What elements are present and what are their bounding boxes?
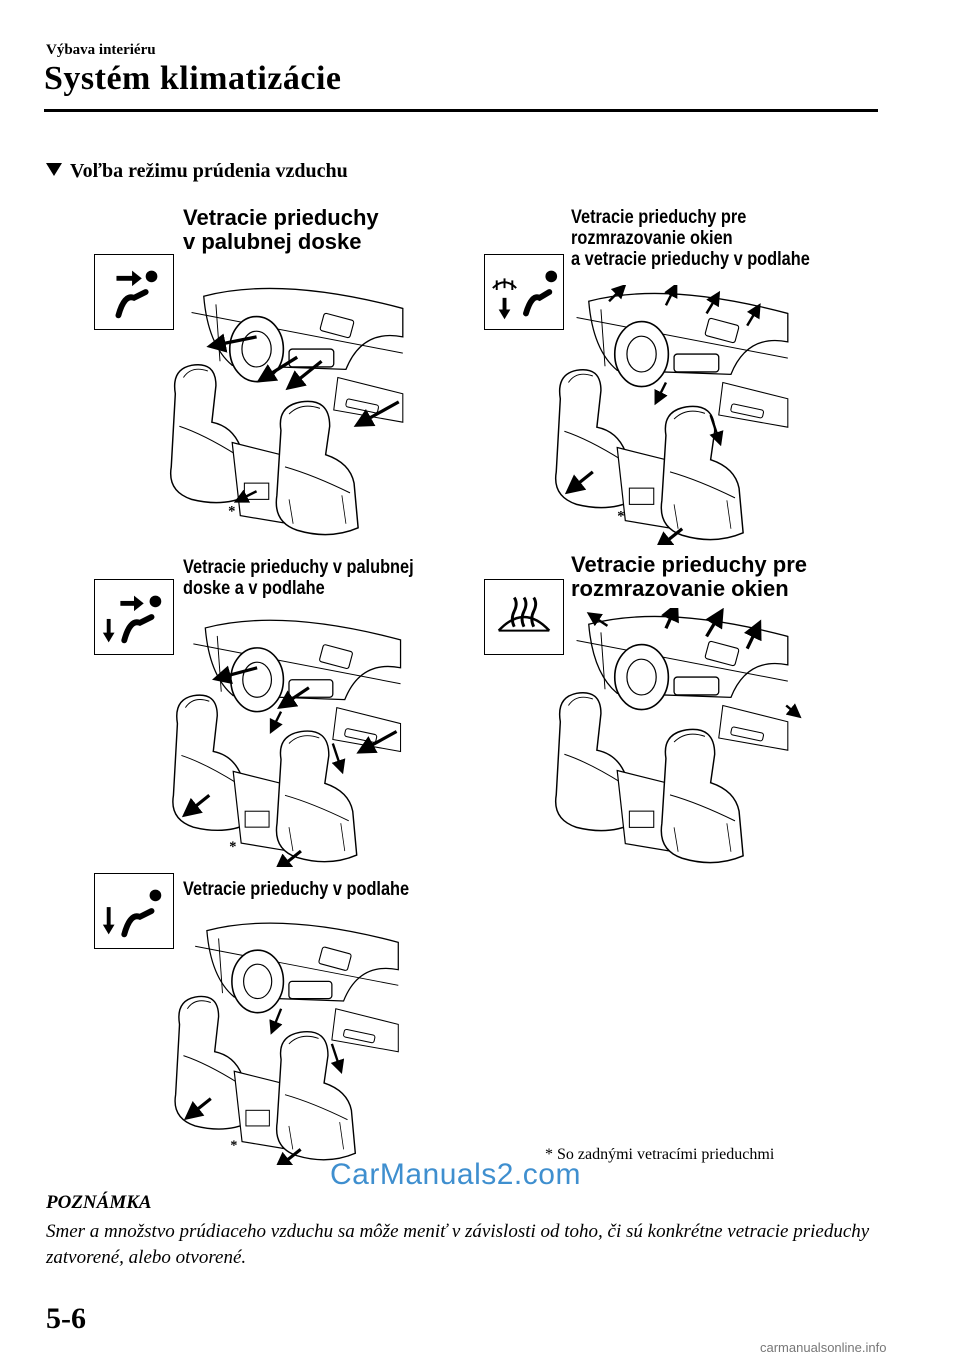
subheading-text: Voľba režimu prúdenia vzduchu <box>70 160 348 182</box>
cabin-illustration-defrost <box>554 608 802 864</box>
header-rule <box>44 109 878 112</box>
note-title: POZNÁMKA <box>46 1192 152 1213</box>
page-title: Systém klimatizácie <box>44 60 342 97</box>
defrost-floor-vent-mode-icon <box>484 254 564 330</box>
dashboard-vent-mode-icon <box>94 254 174 330</box>
asterisk-marker: * <box>228 504 235 520</box>
cabin-illustration-defrost-floor: * <box>554 285 789 545</box>
bilevel-vent-mode-icon <box>94 579 174 655</box>
cabin-illustration-bilevel: * <box>172 619 402 867</box>
cabin-illustration-floor: * <box>174 922 400 1165</box>
mode-label-floor: Vetracie prieduchy v podlahe <box>183 879 410 900</box>
page-number: 5-6 <box>46 1302 86 1335</box>
cabin-illustration-dashboard: * <box>169 287 404 536</box>
triangle-bullet-icon <box>46 163 62 176</box>
asterisk-marker: * <box>617 509 624 525</box>
section-label: Výbava interiéru <box>46 42 156 58</box>
subheading: Voľba režimu prúdenia vzduchu <box>46 160 348 183</box>
watermark: CarManuals2.com <box>330 1158 581 1191</box>
floor-vent-mode-icon <box>94 873 174 949</box>
asterisk-marker: * <box>229 839 236 855</box>
mode-label-defrost-floor: Vetracie prieduchy pre rozmrazovanie oki… <box>571 207 810 270</box>
mode-label-dashboard: Vetracie prieduchy v palubnej doske <box>183 205 379 255</box>
asterisk-marker: * <box>230 1137 237 1153</box>
mode-label-bilevel: Vetracie prieduchy v palubnej doske a v … <box>183 557 414 599</box>
site-watermark: carmanualsonline.info <box>760 1340 887 1355</box>
mode-label-defrost: Vetracie prieduchy pre rozmrazovanie oki… <box>571 552 807 602</box>
footnote: * So zadnými vetracími prieduchmi <box>545 1146 775 1163</box>
windshield-defrost-icon <box>484 579 564 655</box>
note-text: Smer a množstvo prúdiaceho vzduchu sa mô… <box>46 1221 870 1269</box>
